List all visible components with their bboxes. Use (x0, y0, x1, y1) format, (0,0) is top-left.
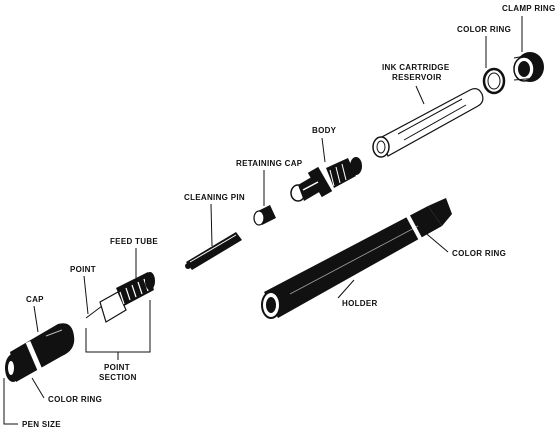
retaining-cap-part (253, 205, 276, 226)
label-pen-size: PEN SIZE (22, 420, 61, 429)
label-cap: CAP (26, 295, 44, 304)
label-ink-cartridge: INK CARTRIDGE (382, 63, 450, 72)
cleaning-pin-part (185, 232, 242, 270)
label-retaining-cap: RETAINING CAP (236, 159, 303, 168)
label-color-ring-cap: COLOR RING (48, 395, 102, 404)
ink-cartridge-reservoir-part (372, 88, 484, 158)
holder-part (261, 198, 452, 319)
label-point-section-line1: POINT (104, 363, 130, 372)
label-feed-tube: FEED TUBE (110, 237, 158, 246)
label-holder: HOLDER (342, 299, 378, 308)
label-reservoir: RESERVOIR (392, 73, 442, 82)
clamp-ring-part (513, 52, 544, 82)
labels: CLAMP RING COLOR RING INK CARTRIDGE RESE… (22, 4, 556, 429)
color-ring-top-part (482, 67, 506, 95)
point-section-part (85, 272, 155, 323)
label-point: POINT (70, 265, 96, 274)
body-part (290, 157, 362, 202)
label-point-section-line2: SECTION (99, 373, 137, 382)
leader-lines (3, 16, 523, 425)
label-cleaning-pin: CLEANING PIN (184, 193, 245, 202)
label-body: BODY (312, 126, 337, 135)
label-color-ring-holder: COLOR RING (452, 249, 506, 258)
label-color-ring-top: COLOR RING (457, 25, 511, 34)
label-clamp-ring: CLAMP RING (502, 4, 556, 13)
cap-part (5, 323, 75, 382)
